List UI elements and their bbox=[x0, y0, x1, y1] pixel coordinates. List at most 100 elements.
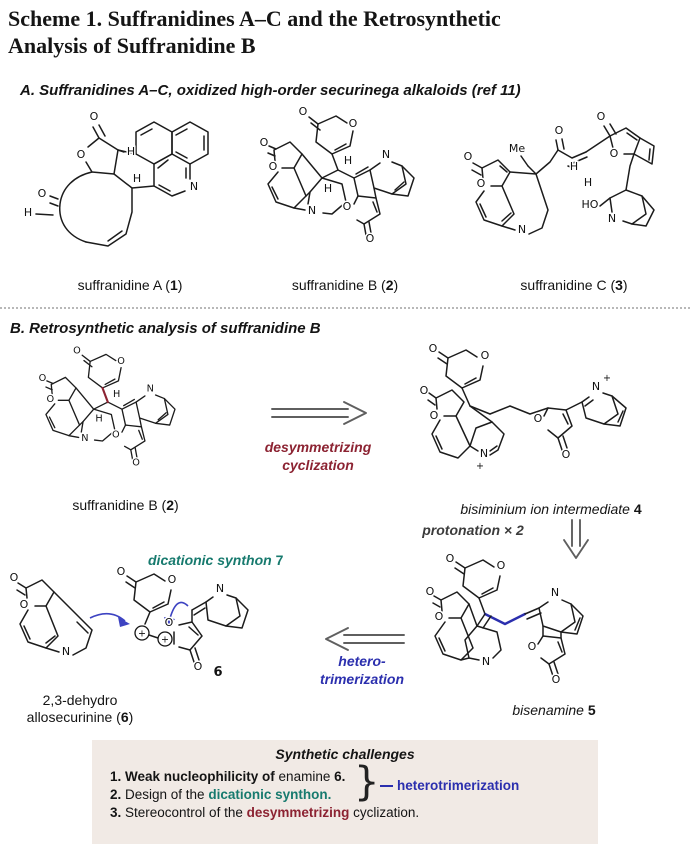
arrow1-label-line1: desymmetrizing bbox=[264, 439, 372, 455]
compound-number: 2 bbox=[385, 277, 394, 293]
atom-label: N bbox=[147, 383, 154, 394]
atom-label: HO bbox=[582, 198, 599, 211]
arrow3-label-line2: trimerization bbox=[319, 671, 404, 687]
arrow3-label-line1: hetero- bbox=[338, 653, 386, 669]
atom-label: O bbox=[165, 616, 174, 629]
challenge-text: Stereocontrol of the bbox=[121, 805, 247, 820]
scheme-title-line2: Analysis of Suffranidine B bbox=[8, 33, 256, 58]
charge-circle bbox=[157, 631, 173, 647]
compound-number: 5 bbox=[587, 702, 596, 718]
curved-arrow-head bbox=[118, 617, 130, 627]
atom-label: O bbox=[534, 412, 543, 425]
structure-suffranidine-b: O O O O H H N N O O bbox=[258, 102, 458, 274]
compound-number: 1 bbox=[169, 277, 178, 293]
label-dicationic-synthon: dicationic synthon 7 bbox=[148, 551, 318, 569]
compound-number: 2 bbox=[166, 497, 175, 513]
label-text: bisenamine bbox=[512, 702, 588, 718]
atom-label: H bbox=[324, 182, 332, 195]
atom-label: O bbox=[562, 448, 571, 461]
highlighted-bond-blue bbox=[483, 612, 527, 626]
atom-label: O bbox=[260, 136, 269, 149]
atom-label: N bbox=[551, 586, 559, 599]
atom-label: H bbox=[344, 154, 352, 167]
atom-label: O bbox=[10, 571, 19, 584]
atom-label: O bbox=[610, 147, 619, 160]
structure-suffranidine-c: O O Me O O O H H HO N N bbox=[460, 102, 688, 274]
label-text: suffranidine C ( bbox=[520, 277, 616, 293]
atom-label: N bbox=[592, 380, 600, 393]
atom-label: O bbox=[497, 559, 506, 572]
atom-label: O bbox=[47, 394, 55, 405]
atom-label: O bbox=[464, 150, 473, 163]
atom-label: O bbox=[73, 345, 81, 356]
plus-charge-label: + bbox=[603, 373, 611, 384]
atom-label: O bbox=[168, 573, 177, 586]
atom-label: O bbox=[112, 429, 120, 440]
challenge-text: cyclization. bbox=[349, 805, 420, 820]
label-suffranidine-c: suffranidine C (3) bbox=[460, 277, 688, 293]
atom-label: N bbox=[482, 655, 490, 668]
atom-label: O bbox=[597, 110, 606, 123]
section-divider bbox=[0, 307, 690, 309]
plus-charge-label: + bbox=[138, 629, 146, 640]
atom-label: N bbox=[608, 212, 616, 225]
label-bisiminium: bisiminium ion intermediate 4 bbox=[420, 501, 682, 517]
label-text: ) bbox=[622, 277, 628, 293]
atom-label: O bbox=[343, 200, 352, 213]
label-text: dicationic synthon bbox=[148, 552, 276, 568]
label-text: ) bbox=[128, 709, 134, 725]
arrow3-label: hetero- trimerization bbox=[300, 652, 424, 688]
heterotrimerization-label: heterotrimerization bbox=[397, 778, 520, 793]
structure-suffranidine-a: O O H N H O H bbox=[4, 102, 256, 274]
label-suffranidine-b: suffranidine B (2) bbox=[240, 277, 450, 293]
atom-label: O bbox=[552, 673, 561, 686]
bracket-connector bbox=[380, 785, 393, 787]
structure-bisenamine-5: O O O O N N O O bbox=[424, 548, 683, 700]
bonds bbox=[267, 115, 415, 236]
retro-arrow-step1 bbox=[268, 400, 372, 426]
section-a-heading: A. Suffranidines A–C, oxidized high-orde… bbox=[20, 82, 521, 99]
challenge-text: 1. Weak nucleophilicity of bbox=[110, 769, 275, 784]
label-text: 2,3-dehydro bbox=[42, 692, 118, 708]
challenge-item-2: 2. Design of the dicationic synthon. bbox=[110, 787, 331, 802]
atom-label: O bbox=[426, 585, 435, 598]
atom-label: O bbox=[446, 552, 455, 565]
atom-label: O bbox=[20, 598, 29, 611]
atom-label: N bbox=[190, 180, 198, 193]
atom-label: O bbox=[435, 610, 444, 623]
atom-label: N bbox=[382, 148, 390, 161]
atom-label: O bbox=[269, 160, 278, 173]
bracket-glyph: } bbox=[354, 759, 380, 805]
atom-label: H bbox=[584, 176, 592, 189]
curved-electron-arrow bbox=[89, 612, 126, 622]
bonds bbox=[45, 353, 176, 461]
atom-label: O bbox=[117, 565, 126, 578]
compound-number: 7 bbox=[275, 552, 284, 568]
challenges-title: Synthetic challenges bbox=[275, 746, 415, 762]
atom-label: H bbox=[127, 145, 135, 158]
arrow1-label: desymmetrizing cyclization bbox=[250, 438, 386, 474]
atom-label: H bbox=[95, 414, 102, 425]
atom-label: O bbox=[38, 187, 47, 200]
synthetic-challenges-box: Synthetic challenges 1. Weak nucleophili… bbox=[92, 740, 598, 844]
fragment-number-label: 6 bbox=[213, 665, 222, 680]
label-text: allosecurinine (6) bbox=[2, 709, 158, 726]
structure-trimer-components: O O N O O + + N O O 6 bbox=[6, 548, 316, 708]
challenge-text: enamine bbox=[274, 769, 335, 784]
bonds bbox=[471, 123, 655, 235]
scheme-title-line1: Scheme 1. Suffranidines A–C and the Retr… bbox=[8, 6, 501, 31]
curved-arrow-head bbox=[164, 617, 175, 628]
bonds bbox=[16, 573, 249, 663]
label-text: ) bbox=[174, 497, 179, 513]
atom-label: H bbox=[113, 389, 120, 400]
charge-circle bbox=[134, 625, 150, 641]
atom-label: N bbox=[518, 223, 526, 236]
atom-label: H bbox=[570, 160, 578, 173]
label-suffranidine-a: suffranidine A (1) bbox=[4, 277, 256, 293]
atom-label: O bbox=[477, 177, 486, 190]
atom-label: N bbox=[216, 582, 224, 595]
curved-electron-arrow bbox=[168, 601, 189, 623]
highlighted-bond-red bbox=[101, 386, 109, 404]
bonds bbox=[427, 349, 627, 459]
